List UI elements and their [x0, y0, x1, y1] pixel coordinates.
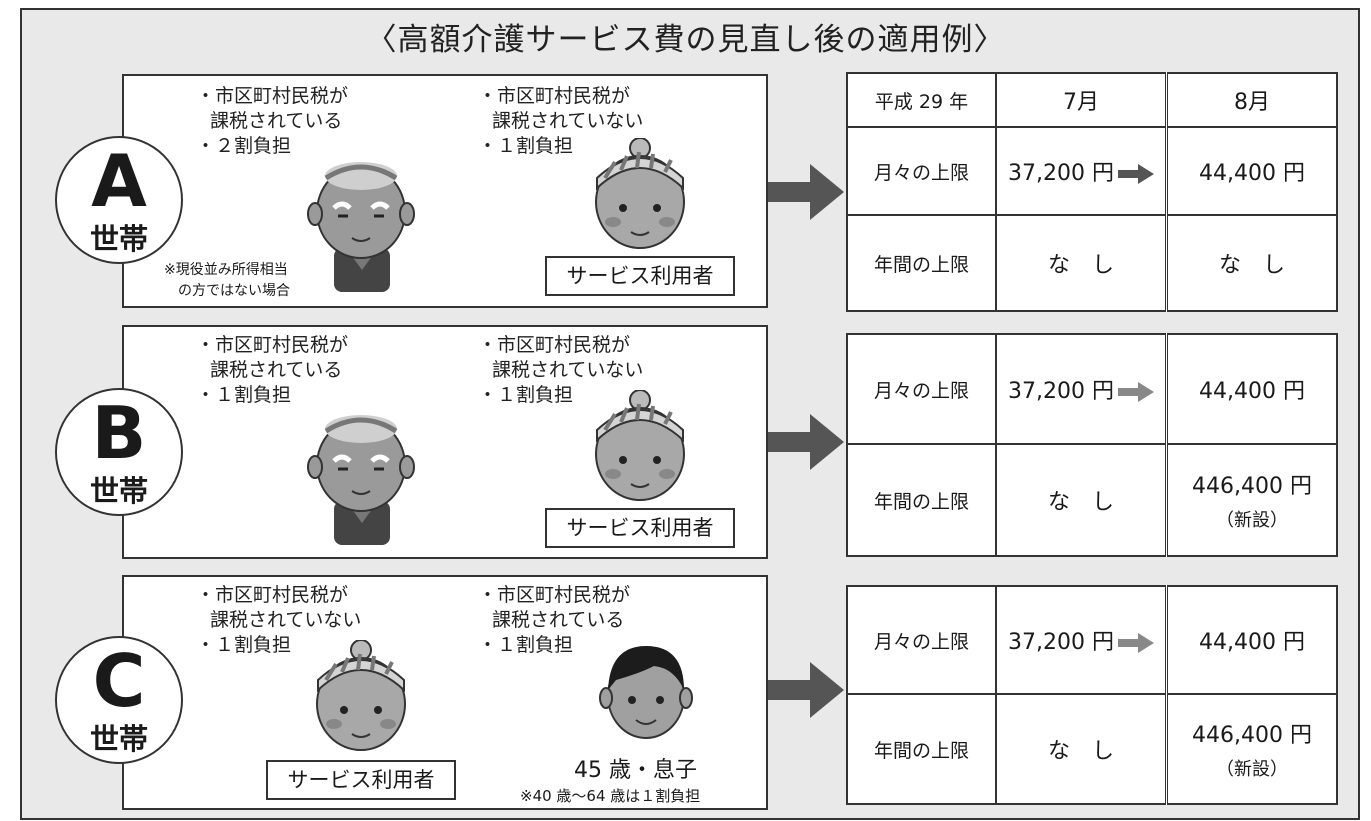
row-label-monthly: 月々の上限	[846, 333, 997, 445]
row-label-annual: 年間の上限	[846, 214, 997, 312]
arrow-right-icon	[1117, 164, 1154, 184]
elderly-woman-illustration	[316, 640, 406, 751]
row-label-monthly: 月々の上限	[846, 126, 997, 216]
row-label-monthly: 月々の上限	[846, 585, 997, 695]
arrow-icon	[768, 414, 844, 470]
household-b-badge: B 世帯	[55, 388, 183, 516]
household-a-member-1-info: ・市区町村民税が 課税されている ・２割負担	[196, 85, 349, 157]
new-setting-note: （新設）	[1216, 759, 1288, 780]
july-annual-value: な し	[995, 443, 1168, 557]
row-label-annual: 年間の上限	[846, 693, 997, 805]
figure-title: 〈高額介護サービス費の見直し後の適用例〉	[365, 22, 1006, 58]
august-monthly-value: 44,400 円	[1165, 585, 1338, 695]
service-user-label: サービス利用者	[266, 760, 456, 800]
new-setting-note: （新設）	[1216, 510, 1288, 531]
july-monthly-value: 37,200 円	[995, 333, 1168, 445]
july-monthly-value: 37,200 円	[995, 585, 1168, 695]
household-a-member-2-info: ・市区町村民税が 課税されていない ・１割負担	[478, 85, 644, 157]
row-label-annual: 年間の上限	[846, 443, 997, 557]
august-annual-value: 446,400 円 （新設）	[1165, 693, 1338, 805]
july-annual-value: な し	[995, 214, 1168, 312]
elderly-woman-illustration	[595, 390, 685, 501]
household-letter: C	[92, 639, 146, 723]
household-b-member-2-info: ・市区町村民税が 課税されていない ・１割負担	[478, 334, 644, 406]
son-label: 45 歳・息子	[574, 758, 697, 783]
service-user-label: サービス利用者	[545, 256, 735, 296]
header-august: 8月	[1165, 72, 1338, 128]
household-c-member-1-info: ・市区町村民税が 課税されていない ・１割負担	[196, 584, 362, 656]
august-annual-value: な し	[1165, 214, 1338, 312]
july-monthly-value: 37,200 円	[995, 126, 1168, 216]
household-a-badge: A 世帯	[55, 136, 183, 264]
arrow-right-icon	[1117, 382, 1154, 402]
arrow-icon	[768, 164, 844, 220]
household-suffix: 世帯	[89, 722, 148, 756]
elderly-man-illustration	[307, 162, 415, 292]
august-monthly-value: 44,400 円	[1165, 333, 1338, 445]
son-illustration	[599, 646, 693, 739]
household-suffix: 世帯	[89, 474, 148, 508]
limits-table-a: 平成 29 年 7月 8月 月々の上限 37,200 円 44,400 円 年間…	[846, 72, 1338, 312]
elderly-woman-illustration	[595, 138, 685, 249]
household-letter: A	[91, 139, 147, 223]
household-b-member-1-info: ・市区町村民税が 課税されている ・１割負担	[196, 334, 349, 406]
household-a-note: ※現役並み所得相当 の方ではない場合	[164, 262, 290, 299]
august-monthly-value: 44,400 円	[1165, 126, 1338, 216]
arrow-icon	[768, 662, 844, 718]
limits-table-b: 月々の上限 37,200 円 44,400 円 年間の上限 な し 446,40…	[846, 333, 1338, 557]
household-suffix: 世帯	[89, 222, 148, 256]
july-annual-value: な し	[995, 693, 1168, 805]
limits-table-c: 月々の上限 37,200 円 44,400 円 年間の上限 な し 446,40…	[846, 585, 1338, 805]
header-year: 平成 29 年	[846, 72, 997, 128]
elderly-man-illustration	[307, 415, 415, 545]
son-note: ※40 歳～64 歳は１割負担	[520, 787, 701, 805]
august-annual-value: 446,400 円 （新設）	[1165, 443, 1338, 557]
household-c-badge: C 世帯	[55, 636, 183, 764]
household-letter: B	[91, 391, 147, 475]
service-user-label: サービス利用者	[545, 508, 735, 548]
header-july: 7月	[995, 72, 1168, 128]
arrow-right-icon	[1117, 633, 1154, 653]
household-c-member-2-info: ・市区町村民税が 課税されている ・１割負担	[478, 584, 631, 656]
